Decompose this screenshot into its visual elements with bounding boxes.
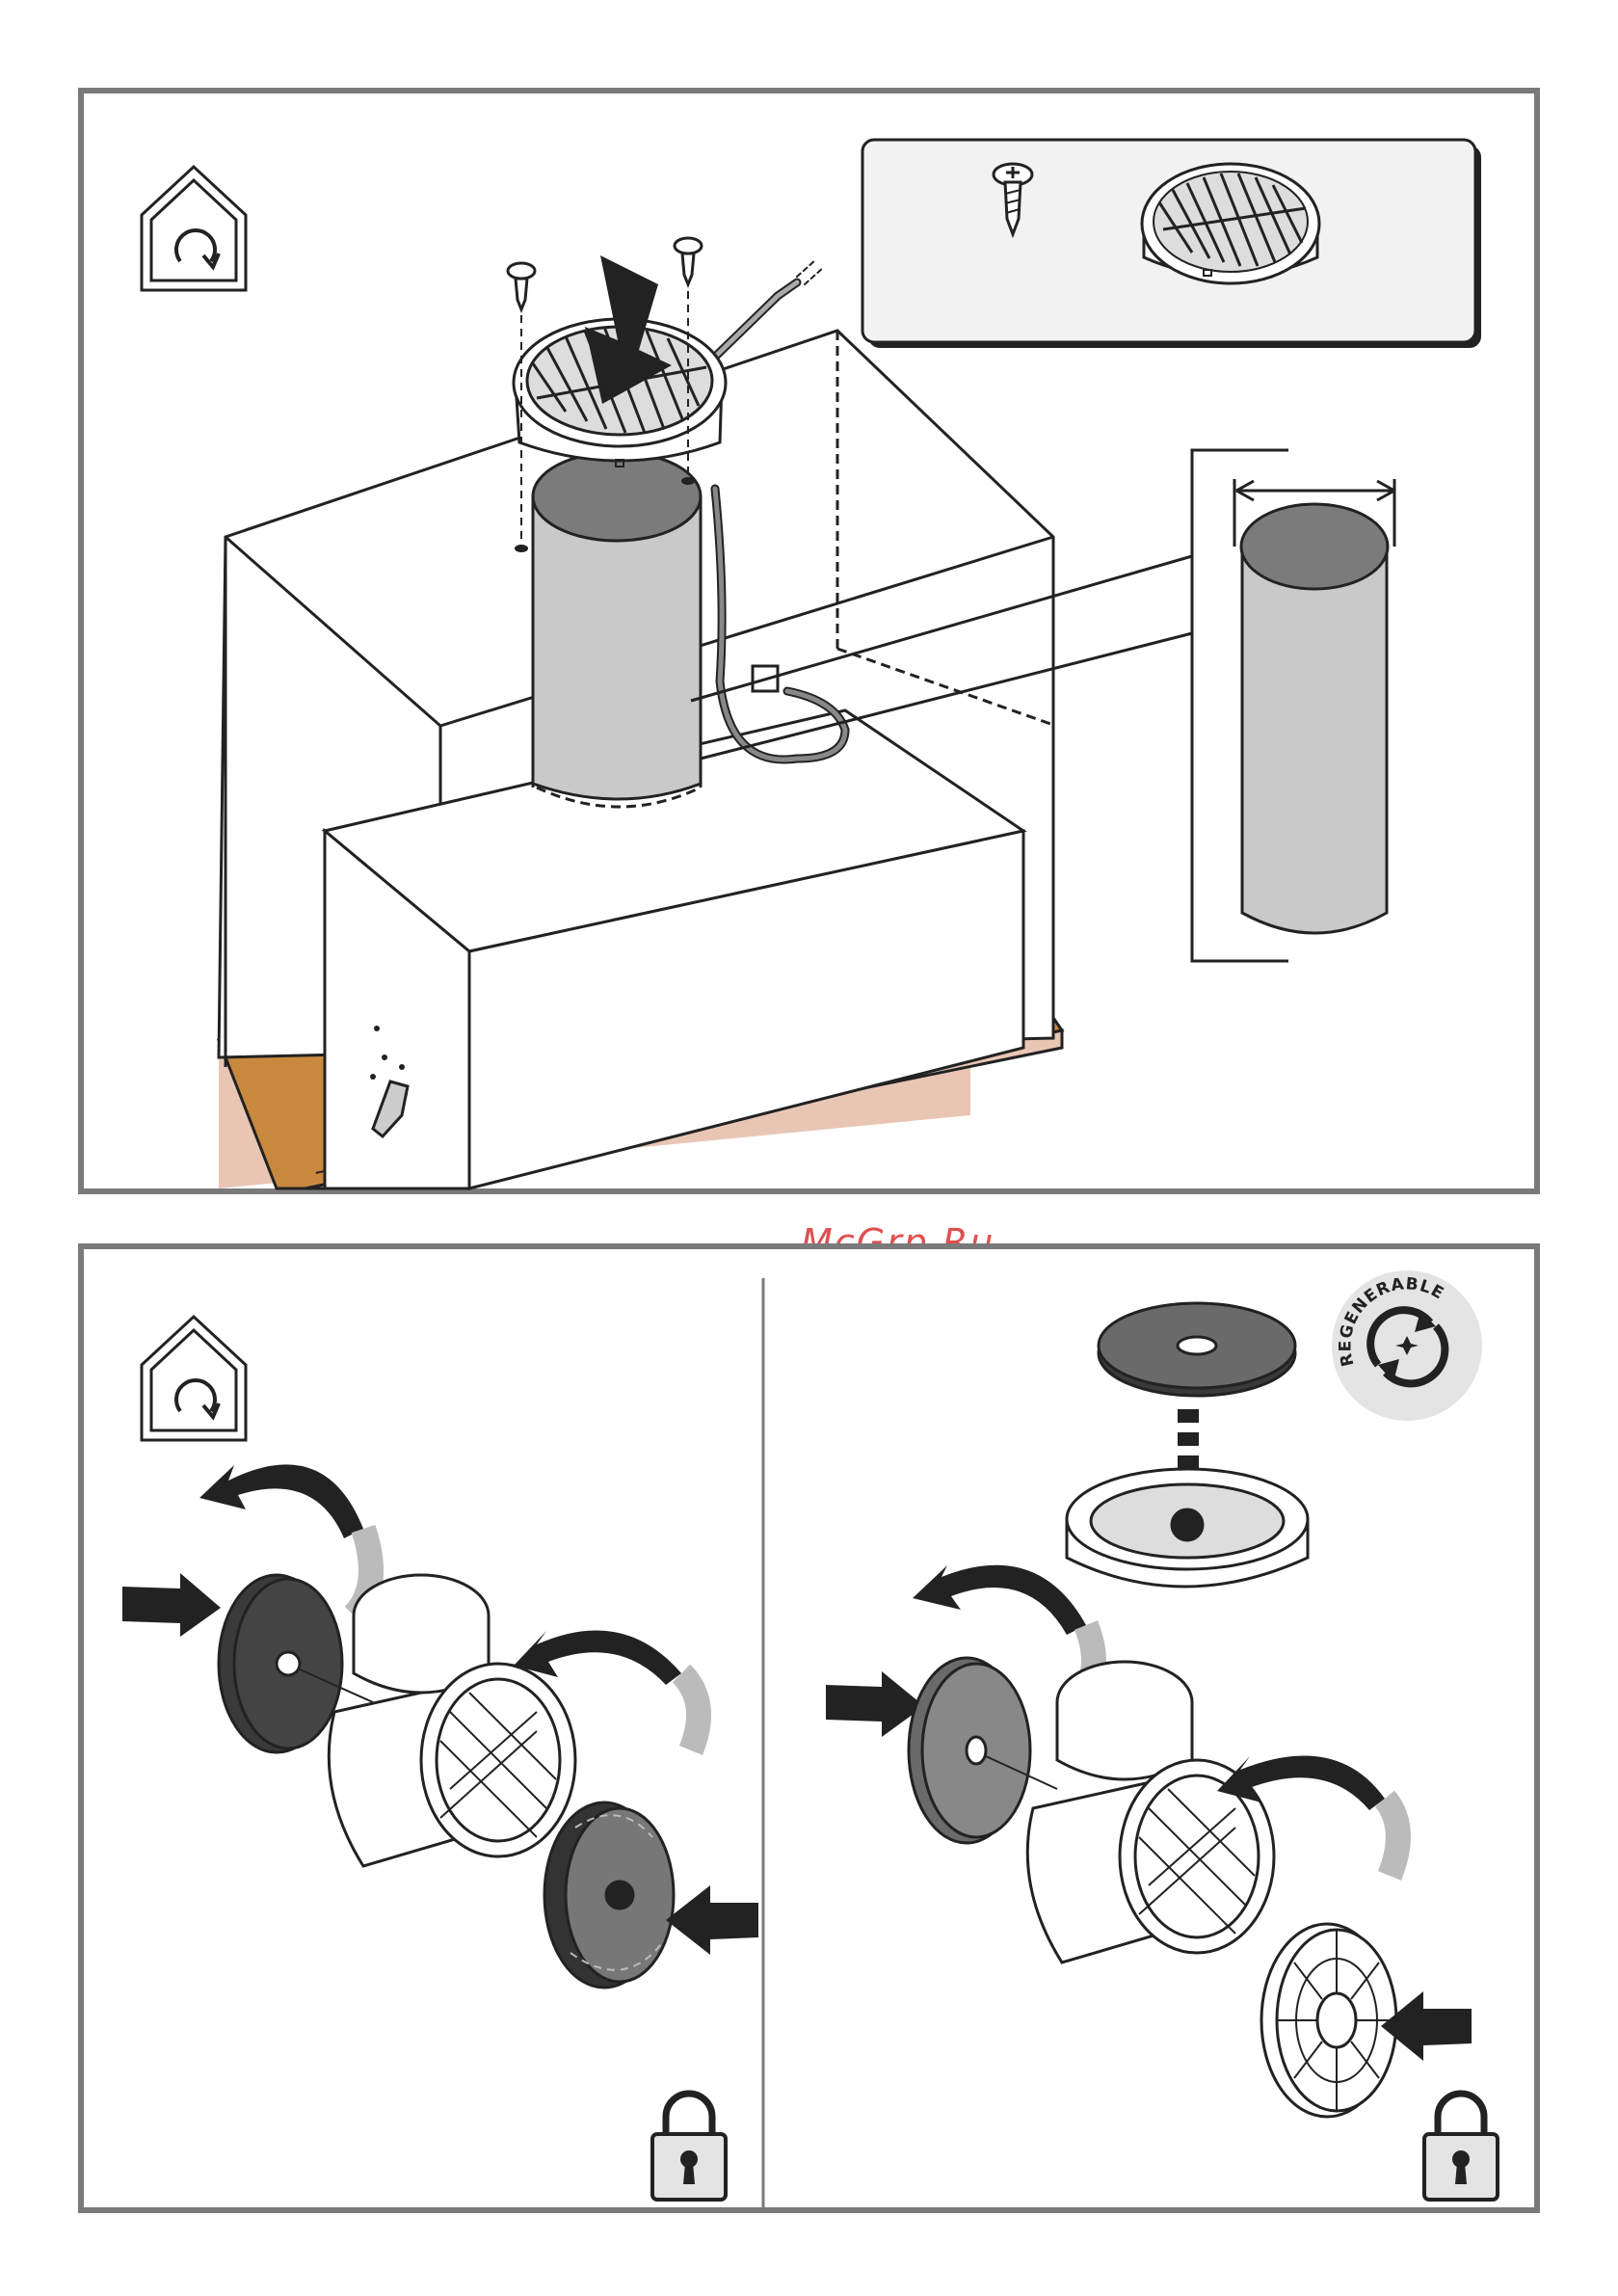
round-filter-icon: [1142, 164, 1319, 283]
filter-replacement-panel: REGENERABLE: [78, 1243, 1540, 2213]
push-arrow-icon: [666, 1885, 758, 1955]
filter-replacement-illustration: REGENERABLE: [84, 1249, 1534, 2207]
cycle-house-icon: [142, 1317, 246, 1440]
fan-motor-icon: [329, 1575, 575, 1866]
screw-left: [508, 263, 535, 309]
installation-illustration: [84, 93, 1534, 1188]
cycle-house-icon: [142, 167, 246, 290]
regenerable-filter-disc: [1099, 1303, 1295, 1396]
push-arrow-icon: [122, 1573, 221, 1637]
regenerable-badge-icon: REGENERABLE: [1332, 1270, 1482, 1421]
exhaust-pipe: [533, 452, 701, 807]
parts-inset: [862, 140, 1481, 348]
grille-cover-icon: [1261, 1924, 1396, 2117]
filter-housing: [1067, 1469, 1308, 1587]
fan-motor-icon: [1027, 1662, 1274, 1962]
padlock-icon: [652, 2094, 726, 2200]
screw-right: [675, 238, 702, 284]
installation-panel: McGrp.Ru: [78, 88, 1540, 1194]
carbon-filter-icon: [544, 1802, 674, 1988]
padlock-icon: [1424, 2094, 1498, 2200]
